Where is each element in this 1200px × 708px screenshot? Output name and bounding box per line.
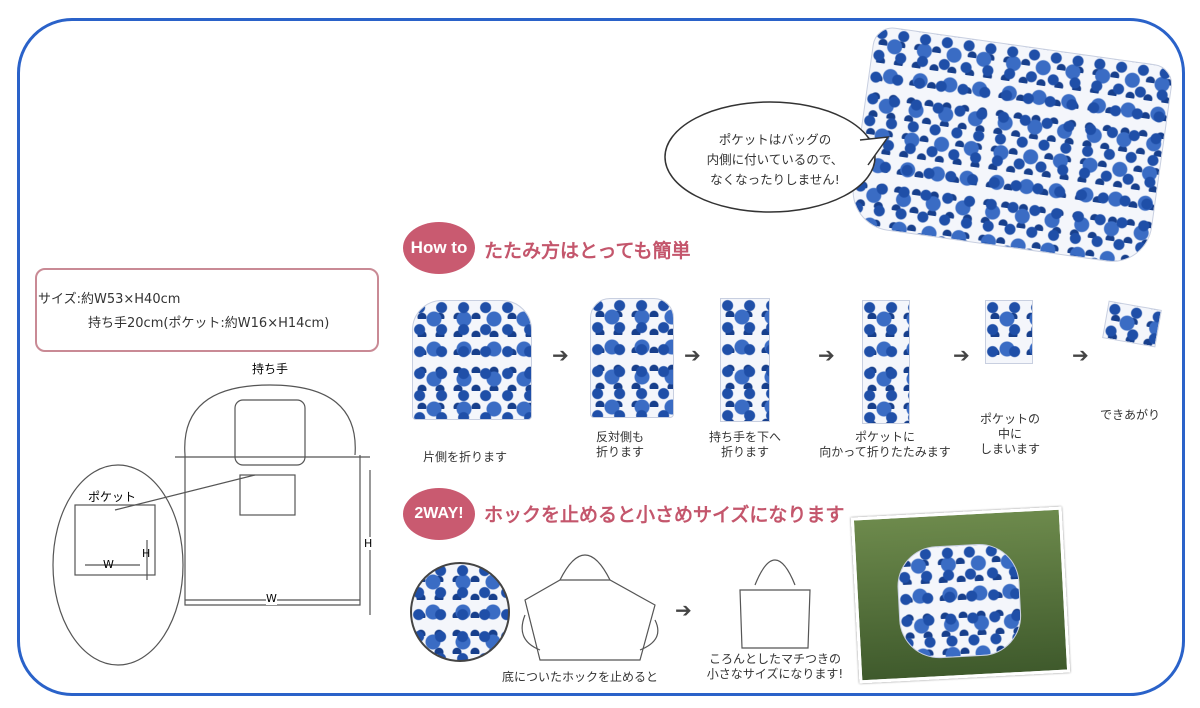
pocket-h-label: H xyxy=(142,547,151,560)
twoway-heading: ホックを止めると小さめサイズになります xyxy=(484,504,845,526)
pocket-label: ポケット xyxy=(88,490,137,504)
step-3-label: 持ち手を下へ 折ります xyxy=(708,430,781,459)
step-3-image xyxy=(720,298,770,422)
spec-line-1: サイズ:約W53×H40cm xyxy=(38,292,181,307)
bag-hook-diagram xyxy=(521,554,659,661)
howto-badge: How to xyxy=(403,222,475,274)
step-5-label: ポケットの 中に しまいます xyxy=(979,412,1040,456)
twoway-badge: 2WAY! xyxy=(403,488,475,540)
arrow-icon: ➔ xyxy=(1072,343,1089,367)
arrow-icon: ➔ xyxy=(552,343,569,367)
arrow-icon: ➔ xyxy=(953,343,970,367)
twoway-caption-left: 底についたホックを止めると xyxy=(501,670,658,684)
bag-h-label: H xyxy=(364,537,373,550)
frame-border xyxy=(17,18,1185,696)
step-2-image xyxy=(590,298,674,418)
pocket-w-label: W xyxy=(103,558,114,571)
speech-bubble-shape xyxy=(664,101,890,213)
hook-closeup xyxy=(410,562,510,662)
bag-usage-photo xyxy=(850,506,1071,684)
step-6-label: できあがり xyxy=(1099,408,1160,422)
size-spec-box xyxy=(35,268,379,352)
bag-w-label: W xyxy=(266,592,277,605)
arrow-icon: ➔ xyxy=(675,598,692,622)
step-4-image xyxy=(862,300,910,424)
step-5-image xyxy=(985,300,1033,364)
small-bag-diagram xyxy=(739,559,811,649)
handle-label: 持ち手 xyxy=(252,362,289,376)
spec-line-2: 持ち手20cm(ポケット:約W16×H14cm) xyxy=(88,316,330,331)
arrow-icon: ➔ xyxy=(818,343,835,367)
bag-dimension-diagram xyxy=(52,384,371,666)
step-4-label: ポケットに 向かって折りたたみます xyxy=(819,430,951,459)
speech-bubble-text: ポケットはバッグの 内側に付いているので、 なくなったりしません! xyxy=(706,132,844,187)
step-2-label: 反対側も 折ります xyxy=(595,430,644,459)
bag-photo-open xyxy=(847,24,1175,268)
step-1-image xyxy=(412,300,532,420)
twoway-caption-right: ころんとしたマチつきの 小さなサイズになります! xyxy=(706,652,844,681)
step-1-label: 片側を折ります xyxy=(422,450,507,464)
howto-heading: たたみ方はとっても簡単 xyxy=(484,240,691,262)
arrow-icon: ➔ xyxy=(684,343,701,367)
